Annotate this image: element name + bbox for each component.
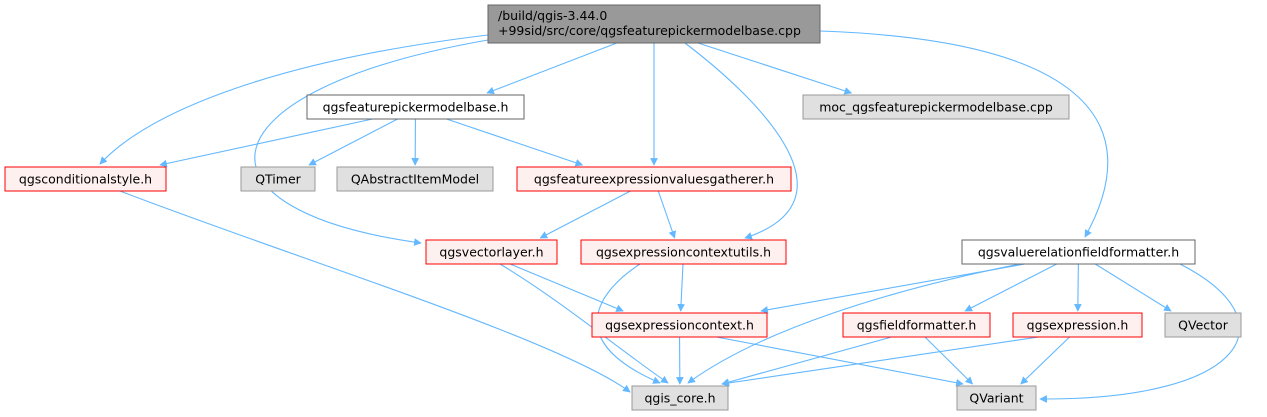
edges-layer [99,30,1240,403]
node-box [306,94,525,120]
node-label: QTimer [255,172,301,187]
node-box [842,312,991,338]
node-expression[interactable]: qgsexpression.h [1012,312,1143,338]
node-valuerelation[interactable]: qgsvaluerelationfieldformatter.h [961,239,1196,265]
edge-valuerelation-to-qgis_core [687,263,1021,384]
node-qabstractitemmodel[interactable]: QAbstractItemModel [336,166,494,192]
node-box [961,239,1196,265]
node-label: /build/qgis-3.44.0 [498,8,607,23]
edge-vectorlayer-to-expressioncontext [509,263,624,312]
node-box [1012,312,1143,338]
edge-valuerelation-to-fieldformatter [964,263,1057,312]
edge-root-to-modelbase_h [486,42,617,95]
edge-vectorlayer-to-qgis_core [499,263,669,384]
node-label: qgsexpressioncontextutils.h [596,245,771,260]
node-label: qgsexpressioncontext.h [605,318,754,333]
node-box [240,166,316,192]
edge-root-to-vectorlayer [254,39,489,246]
node-box [487,4,821,44]
node-box [580,239,787,265]
edge-contextutils-to-expressioncontext [677,263,685,312]
node-qvariant[interactable]: QVariant [956,385,1037,411]
edge-conditionalstyle-to-qgis_core [119,190,631,393]
node-qgis_core[interactable]: qgis_core.h [631,385,729,411]
node-label: qgis_core.h [644,391,715,406]
node-box [591,312,768,338]
edge-valuerelation-to-qvector [1094,263,1172,312]
node-label: QAbstractItemModel [351,172,479,187]
node-label: moc_qgsfeaturepickermodelbase.cpp [819,100,1053,115]
node-modelbase_h[interactable]: qgsfeaturepickermodelbase.h [306,94,525,120]
edge-root-to-contextutils [684,42,798,240]
edge-root-to-moc_cpp [697,42,853,95]
node-box [425,239,558,265]
node-qvector[interactable]: QVector [1164,312,1242,338]
node-label: QVector [1178,318,1229,333]
node-fieldformatter[interactable]: qgsfieldformatter.h [842,312,991,338]
node-box [802,94,1070,120]
node-label: +99sid/src/core/qgsfeaturepickermodelbas… [498,23,801,38]
node-moc_cpp[interactable]: moc_qgsfeaturepickermodelbase.cpp [802,94,1070,120]
edge-root-to-valuerelation [819,30,1109,238]
edge-modelbase_h-to-qtimer [308,118,398,166]
node-box [631,385,729,411]
node-box [336,166,494,192]
edge-root-to-conditionalstyle [99,34,489,165]
node-box [4,166,167,192]
node-label: QVariant [969,391,1023,406]
edge-fieldformatter-to-qgis_core [721,336,892,386]
edge-modelbase_h-to-conditionalstyle [159,118,373,168]
node-contextutils[interactable]: qgsexpressioncontextutils.h [580,239,787,265]
node-root[interactable]: /build/qgis-3.44.0+99sid/src/core/qgsfea… [487,4,821,44]
nodes-layer: /build/qgis-3.44.0+99sid/src/core/qgsfea… [4,4,1242,411]
edge-modelbase_h-to-valuesgatherer [446,118,584,167]
edge-expression-to-qvariant [1020,336,1070,385]
node-box [1164,312,1242,338]
node-label: qgsfeatureexpressionvaluesgatherer.h [534,172,774,187]
node-label: qgsexpression.h [1027,318,1129,333]
node-label: qgsfieldformatter.h [857,318,977,333]
node-valuesgatherer[interactable]: qgsfeatureexpressionvaluesgatherer.h [516,166,792,192]
node-conditionalstyle[interactable]: qgsconditionalstyle.h [4,166,167,192]
node-label: qgsconditionalstyle.h [19,172,152,187]
node-box [516,166,792,192]
edge-expression-to-qgis_core [721,336,1039,387]
node-expressioncontext[interactable]: qgsexpressioncontext.h [591,312,768,338]
node-label: qgsvaluerelationfieldformatter.h [978,245,1179,260]
node-label: qgsfeaturepickermodelbase.h [323,100,509,115]
edge-valuesgatherer-to-contextutils [657,190,677,239]
node-label: qgsvectorlayer.h [439,245,543,260]
node-vectorlayer[interactable]: qgsvectorlayer.h [425,239,558,265]
edge-valuerelation-to-expression [1074,263,1082,312]
node-box [956,385,1037,411]
edge-expressioncontext-to-qvariant [716,336,964,387]
edge-valuerelation-to-qvariant [1039,263,1240,403]
edge-fieldformatter-to-qvariant [924,336,974,385]
edge-valuesgatherer-to-vectorlayer [539,190,631,239]
node-qtimer[interactable]: QTimer [240,166,316,192]
